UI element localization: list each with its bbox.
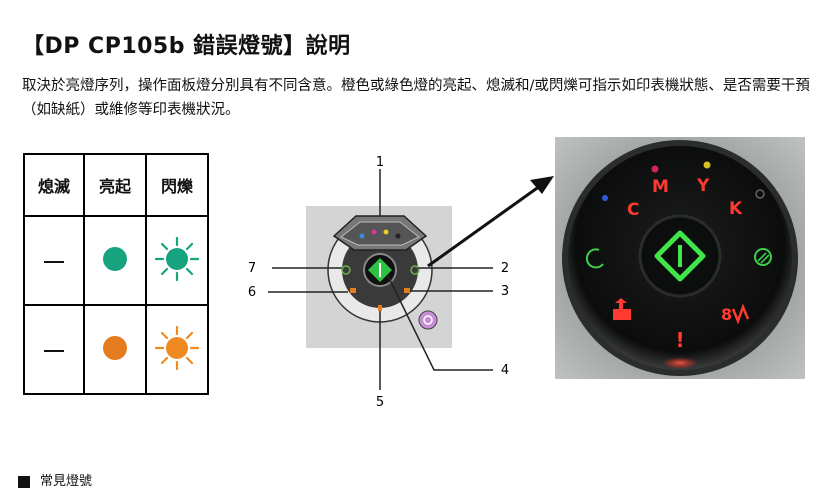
callout-4: 4 — [501, 363, 509, 378]
callout-2: 2 — [501, 261, 509, 276]
green-led-blink-icon — [154, 236, 200, 281]
yellow-led-icon — [703, 161, 711, 169]
label-m: M — [652, 177, 669, 197]
green-led-on-icon — [103, 246, 127, 271]
arrow-line — [427, 184, 541, 268]
ready-led-icon — [341, 265, 351, 275]
paper-jam-icon: 8 — [721, 303, 750, 325]
callout-3: 3 — [501, 284, 509, 299]
table-row — [23, 215, 209, 306]
intro-paragraph: 取決於亮燈序列，操作面板燈分別具有不同含意。橙色或綠色燈的亮起、熄滅和/或閃爍可… — [22, 78, 810, 118]
arrow-head-icon — [530, 176, 554, 194]
header-off: 熄滅 — [23, 153, 85, 217]
callout-7: 7 — [248, 261, 256, 276]
jam-led-icon — [404, 288, 410, 293]
wifi-led-icon — [410, 265, 420, 275]
error-led-icon — [378, 305, 382, 311]
paper-tray-icon — [613, 298, 631, 320]
error-glow — [662, 357, 698, 369]
wifi-led-icon — [754, 248, 772, 266]
callout-6: 6 — [248, 285, 256, 300]
svg-text:8: 8 — [721, 305, 732, 324]
next-section-heading: 常見燈號 — [18, 470, 92, 489]
control-panel-diagram: 1 2 3 4 5 6 7 — [248, 155, 509, 410]
start-icon — [654, 230, 706, 282]
wps-button-icon — [418, 310, 438, 330]
header-blink: 閃爍 — [145, 153, 209, 217]
off-dash — [44, 349, 64, 352]
control-panel-photo: C M Y K 8 ! — [555, 137, 805, 379]
black-led-icon — [755, 189, 765, 199]
led-legend-table: 熄滅 亮起 閃爍 — [23, 153, 209, 395]
bullet-square-icon — [18, 475, 30, 488]
page-title: 【DP CP105b 錯誤燈號】說明 — [22, 34, 351, 59]
cell-off — [23, 304, 85, 395]
orange-led-blink-icon — [154, 325, 200, 370]
cell-blink — [145, 304, 209, 395]
table-row — [23, 304, 209, 395]
label-y: Y — [696, 176, 710, 196]
cell-on — [83, 215, 147, 306]
off-dash — [44, 260, 64, 263]
callout-5: 5 — [376, 395, 384, 410]
callout-1: 1 — [376, 155, 384, 170]
orange-led-on-icon — [103, 335, 127, 360]
cyan-led-icon — [602, 195, 608, 201]
magenta-led-icon — [651, 165, 659, 173]
cell-on — [83, 304, 147, 395]
label-c: C — [627, 200, 639, 220]
header-on: 亮起 — [83, 153, 147, 217]
pointer-arrow — [427, 176, 554, 268]
cell-blink — [145, 215, 209, 306]
cell-off — [23, 215, 85, 306]
ready-led-icon — [585, 248, 604, 269]
paper-led-icon — [350, 288, 356, 293]
label-k: K — [729, 199, 743, 219]
label-alert: ! — [675, 328, 684, 352]
